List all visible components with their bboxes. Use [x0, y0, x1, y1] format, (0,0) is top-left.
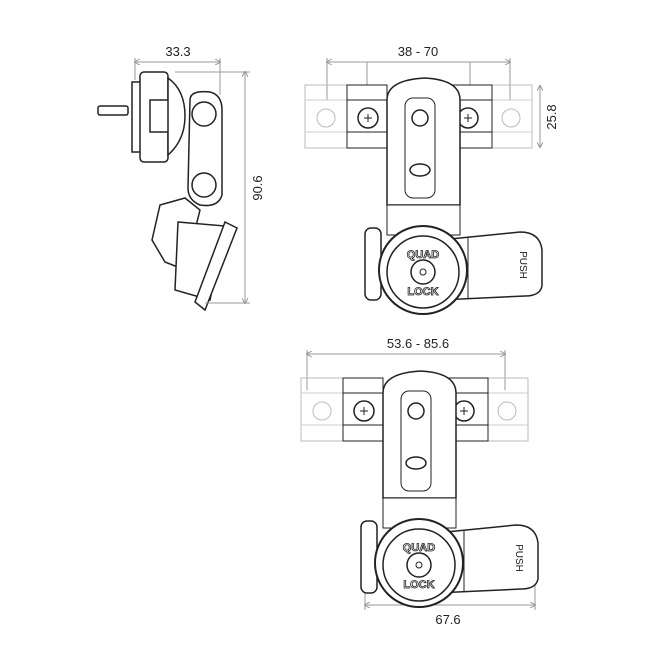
- side-view: [97, 71, 238, 312]
- lever-label: PUSH: [517, 251, 528, 279]
- front-view-small-clamp: QUAD LOCK PUSH: [304, 77, 543, 315]
- brand-text-top: QUAD: [407, 249, 439, 261]
- brand-text-bottom: LOCK: [403, 579, 434, 591]
- dim-side-width: 33.3: [165, 44, 190, 59]
- brand-text-top: QUAD: [403, 542, 435, 554]
- brand-text-bottom: LOCK: [407, 286, 438, 298]
- lever-label: PUSH: [513, 544, 524, 572]
- dim-bottom-clamp-range: 53.6 - 85.6: [387, 336, 449, 351]
- dim-side-height: 90.6: [250, 175, 265, 200]
- dim-clamp-height: 25.8: [544, 104, 559, 129]
- dim-bottom-width: 67.6: [435, 612, 460, 627]
- dim-top-clamp-range: 38 - 70: [398, 44, 438, 59]
- front-view-large-clamp: QUAD LOCK PUSH: [300, 370, 539, 608]
